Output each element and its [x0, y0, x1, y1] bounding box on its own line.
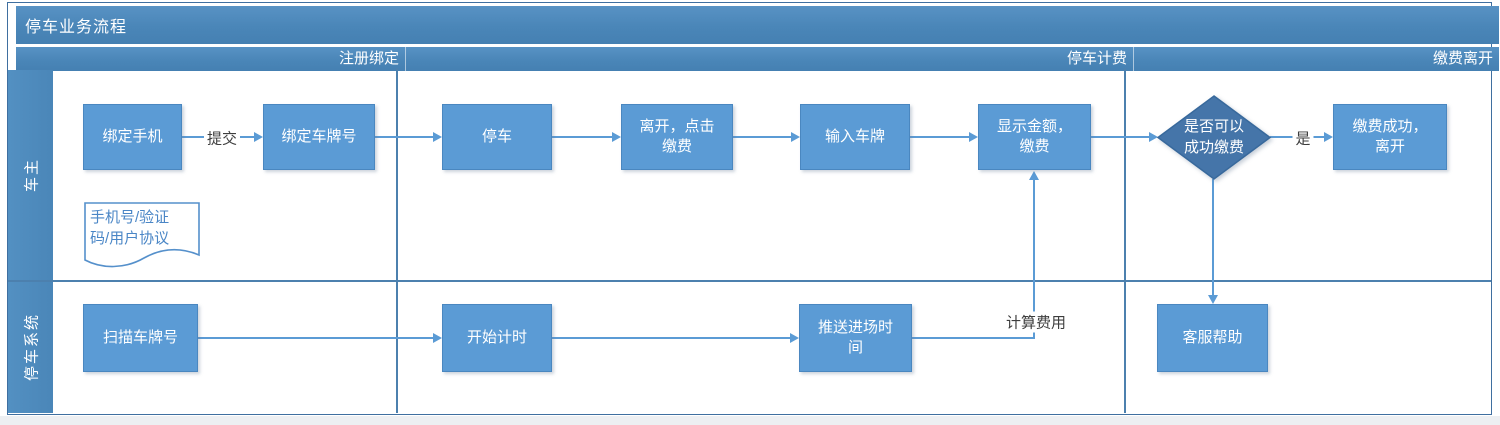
edge-scanplate-starttiming [198, 337, 433, 339]
node-bind-plate: 绑定车牌号 [263, 104, 375, 170]
phase-pay-leave: 缴费离开 [1133, 47, 1499, 71]
node-enter-plate: 输入车牌 [800, 104, 910, 170]
arrowhead-icon [433, 132, 442, 142]
node-customer-service: 客服帮助 [1157, 304, 1268, 372]
node-park: 停车 [442, 104, 552, 170]
diagram-frame: 停车业务流程 注册绑定 停车计费 缴费离开 [7, 2, 1499, 415]
diagram-title: 停车业务流程 [25, 19, 128, 36]
edge-label-yes: 是 [1292, 127, 1314, 149]
node-scan-plate: 扫描车牌号 [83, 304, 198, 372]
arrowhead-icon [1149, 132, 1158, 142]
arrowhead-icon [612, 132, 621, 142]
edge-label-submit: 提交 [203, 127, 241, 149]
node-leave-click-pay: 离开，点击 缴费 [621, 104, 733, 170]
arrowhead-icon [1324, 132, 1333, 142]
diagram-title-bar: 停车业务流程 [16, 6, 1499, 44]
lane-label-system: 停车系统 [23, 312, 41, 382]
edge-park-leaveclickpay [552, 136, 612, 138]
arrowhead-icon [790, 333, 799, 343]
node-pay-success-leave: 缴费成功， 离开 [1333, 104, 1447, 170]
lane-strip-owner [8, 70, 53, 280]
edge-leaveclickpay-enterplate [733, 136, 791, 138]
arrowhead-icon [1208, 295, 1218, 304]
edge-label-calc-fee: 计算费用 [1002, 311, 1070, 333]
edge-pushentry-showamount-h [912, 337, 1035, 339]
node-phone-doc: 手机号/验证 码/用户协议 [90, 209, 170, 247]
decision-diamond-shape [1156, 95, 1272, 180]
arrowhead-icon [1029, 171, 1039, 180]
edge-showamount-decision [1091, 136, 1149, 138]
phase-divider-2 [1124, 68, 1126, 413]
lane-divider [8, 280, 1491, 282]
node-show-amount-pay: 显示金额， 缴费 [978, 104, 1091, 170]
phase-header-bar: 注册绑定 停车计费 缴费离开 [16, 47, 1499, 71]
phase-parking-billing: 停车计费 [405, 47, 1133, 71]
edge-pushentry-showamount-v [1033, 180, 1035, 338]
arrowhead-icon [254, 132, 263, 142]
node-start-timing: 开始计时 [442, 304, 552, 372]
document-shape [84, 202, 200, 268]
arrowhead-icon [433, 333, 442, 343]
node-push-entry-time: 推送进场时 间 [799, 304, 912, 372]
arrowhead-icon [791, 132, 800, 142]
lane-strip-system [8, 282, 53, 413]
node-bind-phone: 绑定手机 [83, 104, 182, 170]
edge-starttiming-pushentry [552, 337, 790, 339]
edge-bindplate-park [375, 136, 433, 138]
lane-label-owner: 车主 [23, 157, 41, 193]
edge-enterplate-showamount [910, 136, 969, 138]
phase-register-bind: 注册绑定 [338, 50, 399, 67]
arrowhead-icon [969, 132, 978, 142]
phase-divider-1 [396, 68, 398, 413]
edge-decision-customerservice [1212, 179, 1214, 295]
page-background-band [0, 416, 1500, 425]
node-can-pay-decision: 是否可以 成功缴费 [1183, 118, 1244, 156]
